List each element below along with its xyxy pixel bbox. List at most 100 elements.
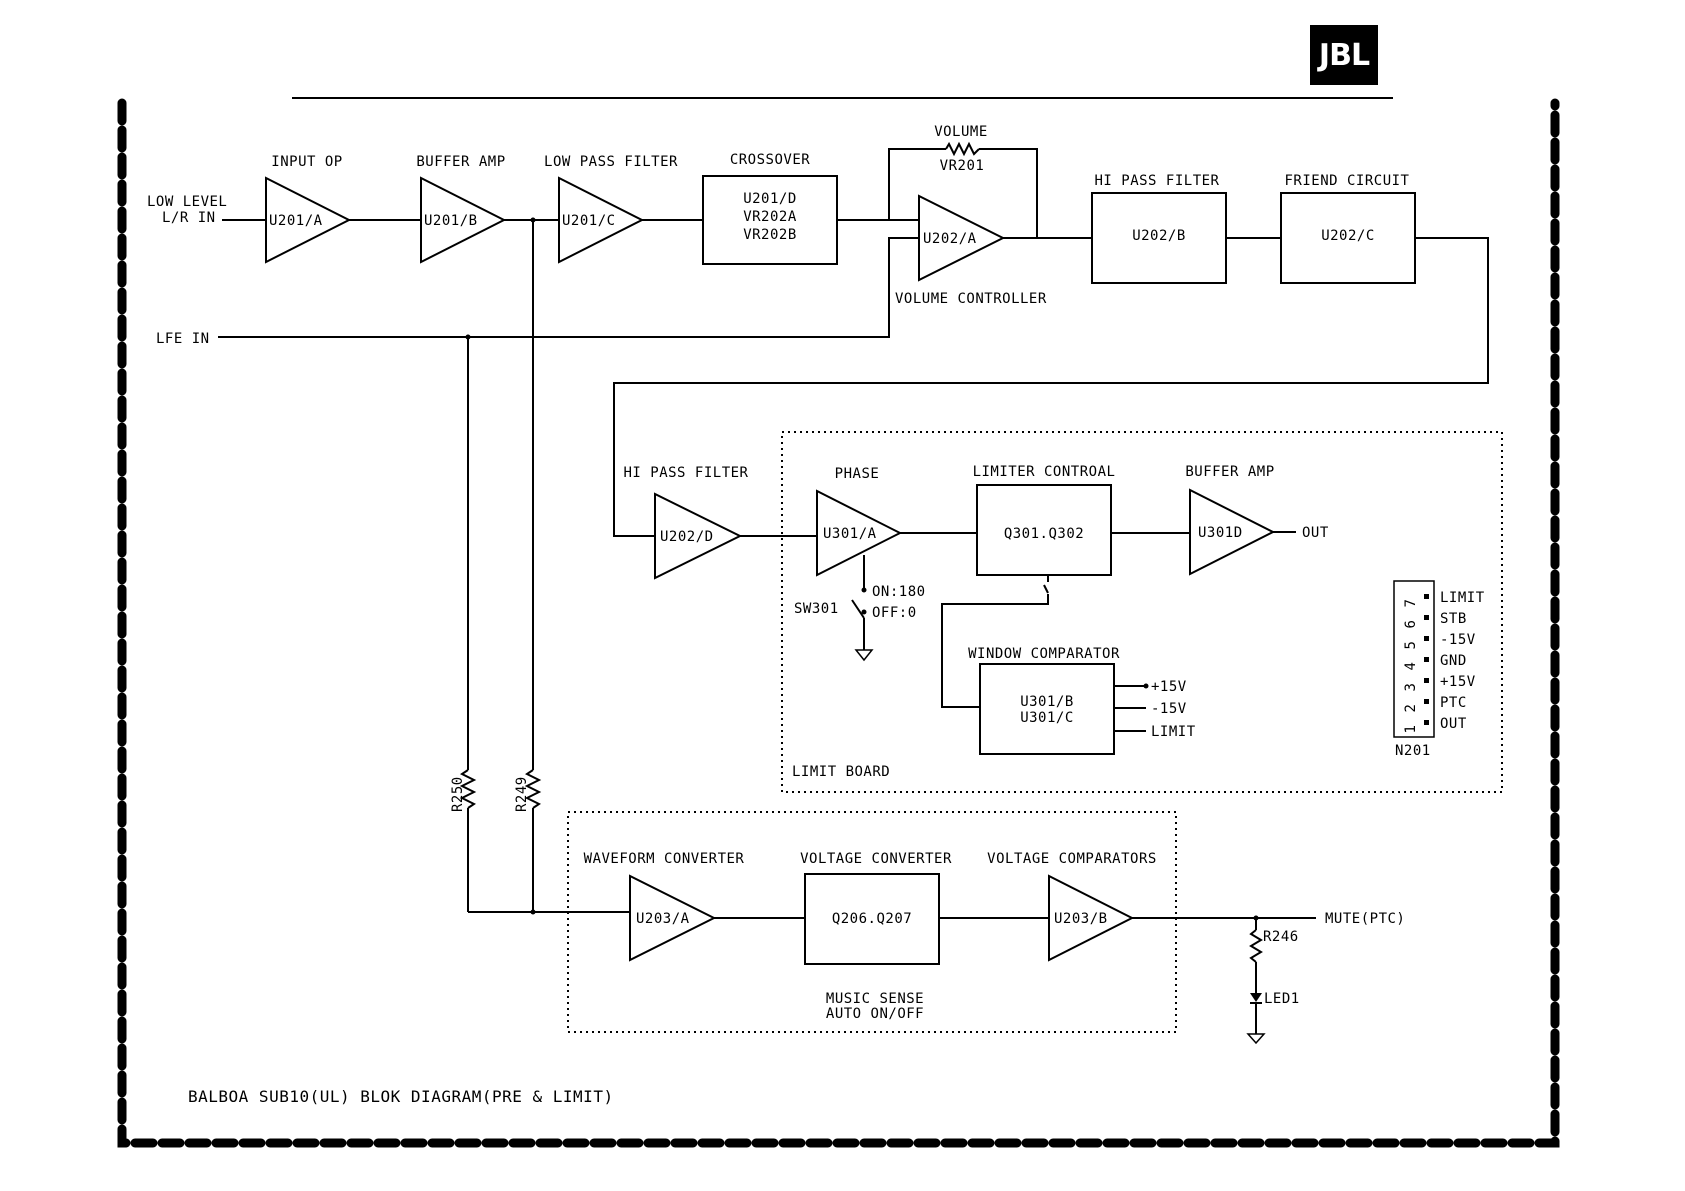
block-q301-q302 [976, 484, 1112, 576]
comp-q301: Q301.Q302 [1004, 526, 1084, 542]
pin-label: -15V [1440, 632, 1476, 648]
label-volume: VOLUME [934, 124, 988, 140]
comp-u201b: U201/B [424, 213, 478, 229]
wire-to-row2 [613, 237, 1489, 537]
pin-number: 7 [1403, 599, 1419, 608]
label-voltage-comparators: VOLTAGE COMPARATORS [987, 851, 1157, 867]
pin-dot [1424, 720, 1429, 725]
block-u301b-u301c [979, 663, 1115, 755]
junction [1143, 683, 1149, 689]
comp-u201a: U201/A [269, 213, 323, 229]
pin-dot [1424, 636, 1429, 641]
comp-u203b: U203/B [1054, 911, 1108, 927]
pin-label: +15V [1440, 674, 1476, 690]
pin-label: STB [1440, 611, 1467, 627]
pin-dot [1424, 615, 1429, 620]
comp-crossover-2: VR202A [743, 209, 797, 225]
resistor-r249 [524, 769, 542, 809]
label-waveform-converter: WAVEFORM CONVERTER [584, 851, 745, 867]
connector-name: N201 [1395, 743, 1431, 759]
resistor-r250 [459, 769, 477, 809]
opamp-u201a [265, 176, 352, 264]
pin-dot [1424, 657, 1429, 662]
comp-u301c: U301/C [1020, 710, 1074, 726]
junction [530, 909, 536, 915]
switch-sw301 [851, 599, 865, 619]
label-music-sense-2: AUTO ON/OFF [826, 1006, 924, 1022]
label-buffer-amp-2: BUFFER AMP [1185, 464, 1274, 480]
opamp-u201c [558, 176, 645, 264]
pin-dot [1424, 594, 1429, 599]
logo-text: JBL [1317, 38, 1370, 73]
label-phase: PHASE [835, 466, 880, 482]
opamp-u203b [1048, 874, 1135, 962]
wire-volume-loop [888, 148, 946, 220]
comp-u202b: U202/B [1132, 228, 1186, 244]
label-crossover: CROSSOVER [730, 152, 810, 168]
comp-u301a: U301/A [823, 526, 877, 542]
switch-contact-off [861, 609, 867, 615]
pin-number: 1 [1403, 725, 1419, 734]
comp-u203a: U203/A [636, 911, 690, 927]
block-u202c [1280, 192, 1416, 284]
pin-label: OUT [1440, 716, 1467, 732]
resistor-r246 [1249, 929, 1263, 963]
comp-u201c: U201/C [562, 213, 616, 229]
comp-crossover-1: U201/D [743, 191, 797, 207]
pin-label: PTC [1440, 695, 1467, 711]
switch-off-label: OFF:0 [872, 605, 917, 621]
comp-u202a: U202/A [923, 231, 977, 247]
jbl-logo: JBL [1310, 25, 1378, 85]
outer-frame [117, 98, 1560, 1148]
pin-dot [1424, 699, 1429, 704]
label-input-op: INPUT OP [271, 154, 342, 170]
comp-q206: Q206.Q207 [832, 911, 912, 927]
signal-minus15: -15V [1151, 701, 1187, 717]
wire-window-comp [941, 575, 1049, 708]
comp-u301d: U301D [1198, 525, 1243, 541]
crossover-block [702, 175, 838, 265]
pin-label: GND [1440, 653, 1467, 669]
comp-r246: R246 [1263, 929, 1299, 945]
label-window-comparator: WINDOW COMPARATOR [968, 646, 1120, 662]
led-symbol [1250, 993, 1262, 1002]
wire-lfe [218, 237, 919, 338]
block-q206-q207 [804, 873, 940, 965]
signal-plus15: +15V [1151, 679, 1187, 695]
resistor-vr201 [945, 141, 980, 157]
ground-symbol [854, 649, 874, 662]
label-music-sense-1: MUSIC SENSE [826, 991, 924, 1007]
wire-volume-loop [979, 148, 1038, 238]
input-low-level-label: LOW LEVEL [147, 194, 227, 210]
label-friend-circuit: FRIEND CIRCUIT [1284, 173, 1409, 189]
opamp-u301d [1189, 488, 1276, 576]
opamp-u202d [654, 492, 743, 580]
diagram-title: BALBOA SUB10(UL) BLOK DIAGRAM(PRE & LIMI… [188, 1087, 614, 1106]
pin-dot [1424, 678, 1429, 683]
block-u202b [1091, 192, 1227, 284]
pin-number: 4 [1403, 662, 1419, 671]
pin-number: 6 [1403, 620, 1419, 629]
label-buffer-amp: BUFFER AMP [416, 154, 505, 170]
ground-symbol [1246, 1033, 1266, 1045]
wire [1043, 584, 1049, 594]
comp-r250: R250 [450, 776, 466, 812]
comp-u202d: U202/D [660, 529, 714, 545]
signal-limit: LIMIT [1151, 724, 1196, 740]
label-low-pass-filter: LOW PASS FILTER [544, 154, 678, 170]
pin-number: 5 [1403, 641, 1419, 650]
comp-u202c: U202/C [1321, 228, 1375, 244]
pin-label: LIMIT [1440, 590, 1485, 606]
comp-led1: LED1 [1264, 991, 1300, 1007]
label-limiter-control: LIMITER CONTROAL [973, 464, 1116, 480]
signal-mute: MUTE(PTC) [1325, 911, 1405, 927]
comp-vr201: VR201 [940, 158, 985, 174]
signal-out: OUT [1302, 525, 1329, 541]
comp-u301b: U301/B [1020, 694, 1074, 710]
limit-board-region [781, 431, 1503, 793]
connector-pins: 7 6 5 4 3 2 1 LIMIT STB -15V GND +15V PT… [1403, 590, 1485, 734]
label-hi-pass-filter-1: HI PASS FILTER [1094, 173, 1219, 189]
label-volume-controller: VOLUME CONTROLLER [895, 291, 1047, 307]
label-voltage-converter: VOLTAGE CONVERTER [800, 851, 952, 867]
